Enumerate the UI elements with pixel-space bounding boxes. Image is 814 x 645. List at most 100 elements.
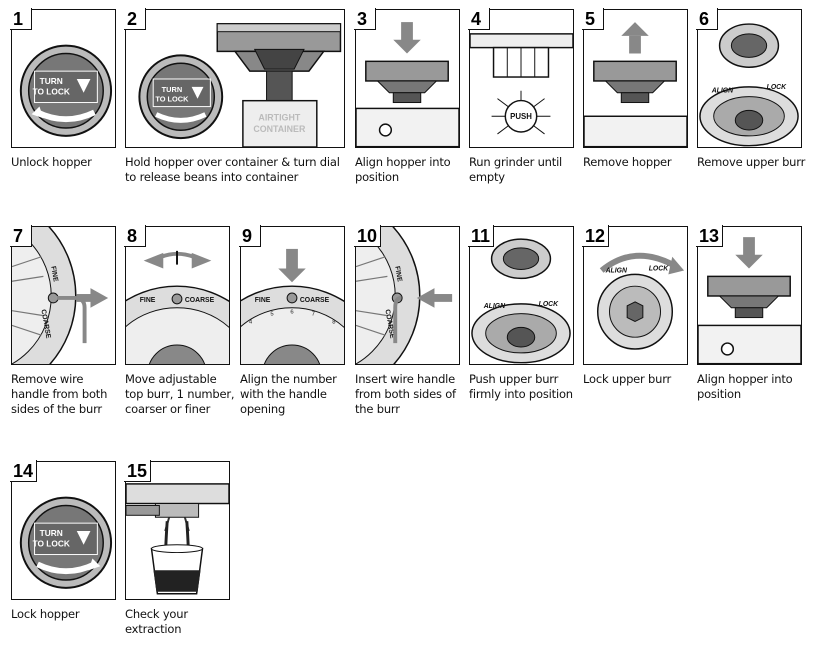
step-number: 2 — [124, 8, 146, 30]
adjust-burr-icon: FINE COARSE — [126, 250, 229, 364]
step-number: 11 — [468, 225, 495, 247]
step-number: 7 — [10, 225, 32, 247]
step-caption: Remove upper burr — [697, 155, 806, 169]
step-7: FINE COARSE 7 Remove wire handle from bo… — [10, 225, 116, 416]
step-1-illustration: TURN TO LOCK — [11, 9, 116, 148]
step-number: 4 — [468, 8, 490, 30]
upper-burr-icon: ALIGN LOCK — [699, 23, 799, 147]
step-13-illustration — [697, 226, 802, 365]
step-caption: Remove wire handle from both sides of th… — [11, 372, 108, 416]
step-caption: Remove hopper — [583, 155, 672, 169]
step-caption: Align the number with the handle opening — [240, 372, 337, 416]
step-caption: Align hopper into position — [355, 155, 451, 184]
svg-text:LOCK: LOCK — [539, 301, 559, 308]
svg-text:TURN: TURN — [40, 528, 63, 538]
step-15-illustration — [125, 461, 230, 600]
svg-text:5: 5 — [270, 312, 274, 318]
step-caption: Run grinder until empty — [469, 155, 563, 184]
dial-label-line2: TO LOCK — [33, 87, 70, 97]
step-caption: Hold hopper over container & turn dial t… — [125, 155, 340, 184]
align-number-icon: FINE COARSE 4 5 6 7 8 — [241, 248, 344, 364]
step-5-illustration — [583, 9, 688, 148]
step-number: 15 — [124, 460, 152, 482]
svg-text:ALIGN: ALIGN — [711, 88, 734, 95]
step-caption: Push upper burr firmly into position — [469, 372, 573, 401]
wire-handle-insert-icon: FINE COARSE — [356, 227, 453, 364]
svg-text:TO LOCK: TO LOCK — [155, 95, 189, 104]
step-6: ALIGN LOCK 6 Remove upper burr — [696, 8, 805, 169]
step-caption: Align hopper into position — [697, 372, 793, 401]
svg-text:4: 4 — [249, 319, 253, 325]
step-number: 3 — [354, 8, 376, 30]
push-button-icon: PUSH — [470, 33, 573, 135]
align-hopper-icon — [698, 237, 801, 364]
step-caption: Move adjustable top burr, 1 number, coar… — [125, 372, 235, 416]
step-number: 14 — [10, 460, 38, 482]
svg-text:6: 6 — [290, 310, 294, 316]
step-14-illustration: TURN TO LOCK — [11, 461, 116, 600]
step-number: 12 — [582, 225, 610, 247]
step-9-illustration: FINE COARSE 4 5 6 7 8 — [240, 226, 345, 365]
step-5: 5 Remove hopper — [582, 8, 688, 169]
step-caption: Lock hopper — [11, 607, 80, 621]
step-number: 9 — [239, 225, 261, 247]
svg-text:8: 8 — [332, 319, 336, 325]
step-caption: Insert wire handle from both sides of th… — [355, 372, 456, 416]
step-8-illustration: FINE COARSE — [125, 226, 230, 365]
dial-label-line1: TURN — [40, 76, 63, 86]
step-3: 3 Align hopper into position — [354, 8, 460, 184]
svg-text:FINE: FINE — [140, 297, 156, 304]
svg-text:CONTAINER: CONTAINER — [253, 124, 306, 134]
wire-handle-remove-icon: FINE COARSE — [12, 227, 109, 364]
svg-text:FINE: FINE — [255, 297, 271, 304]
step-10: FINE COARSE 10 Insert wire handle from b… — [354, 225, 460, 416]
step-number: 13 — [696, 225, 724, 247]
svg-text:ALIGN: ALIGN — [605, 267, 628, 274]
step-2: TURN TO LOCK AIRTIGHT CONTAINER 2 Hold h… — [124, 8, 345, 184]
step-caption: Unlock hopper — [11, 155, 92, 169]
step-9: FINE COARSE 4 5 6 7 8 9 Align the number… — [239, 225, 345, 416]
svg-text:LOCK: LOCK — [767, 84, 787, 91]
step-11: ALIGN LOCK 11 Push upper burr firmly int… — [468, 225, 574, 401]
step-number: 5 — [582, 8, 604, 30]
svg-text:TURN: TURN — [162, 85, 182, 94]
step-4-illustration: PUSH — [469, 9, 574, 148]
step-11-illustration: ALIGN LOCK — [469, 226, 574, 365]
step-2-illustration: TURN TO LOCK AIRTIGHT CONTAINER — [125, 9, 345, 148]
step-10-illustration: FINE COARSE — [355, 226, 460, 365]
align-hopper-icon — [356, 22, 459, 147]
svg-text:COARSE: COARSE — [300, 297, 330, 304]
step-number: 6 — [696, 8, 718, 30]
step-12-illustration: ALIGN LOCK — [583, 226, 688, 365]
step-number: 10 — [354, 225, 382, 247]
hopper-dial-icon: TURN TO LOCK — [19, 496, 113, 589]
svg-text:AIRTIGHT: AIRTIGHT — [258, 112, 300, 122]
hopper-over-container-icon: TURN TO LOCK AIRTIGHT CONTAINER — [138, 23, 342, 147]
step-13: 13 Align hopper into position — [696, 225, 802, 401]
step-7-illustration: FINE COARSE — [11, 226, 116, 365]
step-6-illustration: ALIGN LOCK — [697, 9, 802, 148]
svg-text:COARSE: COARSE — [185, 297, 215, 304]
svg-text:FINE: FINE — [393, 266, 403, 283]
step-12: ALIGN LOCK 12 Lock upper burr — [582, 225, 688, 386]
step-3-illustration — [355, 9, 460, 148]
hopper-dial-icon: TURN TO LOCK — [19, 44, 113, 137]
svg-text:PUSH: PUSH — [510, 112, 532, 121]
step-number: 8 — [124, 225, 146, 247]
step-14: TURN TO LOCK 14 Lock hopper — [10, 460, 116, 621]
step-caption: Check your extraction — [125, 607, 188, 636]
svg-text:7: 7 — [312, 312, 315, 318]
remove-hopper-icon — [584, 22, 687, 147]
svg-text:FINE: FINE — [49, 266, 59, 283]
step-8: FINE COARSE 8 Move adjustable top burr, … — [124, 225, 235, 416]
step-15: 15 Check your extraction — [124, 460, 230, 636]
step-4: PUSH 4 Run grinder until empty — [468, 8, 574, 184]
svg-text:TO LOCK: TO LOCK — [33, 539, 70, 549]
step-number: 1 — [10, 8, 32, 30]
espresso-extraction-icon — [126, 483, 229, 595]
svg-text:ALIGN: ALIGN — [483, 303, 506, 310]
step-1: TURN TO LOCK 1 Unlock hopper — [10, 8, 116, 169]
step-caption: Lock upper burr — [583, 372, 672, 386]
svg-text:LOCK: LOCK — [649, 265, 669, 272]
lock-burr-icon: ALIGN LOCK — [596, 252, 685, 350]
